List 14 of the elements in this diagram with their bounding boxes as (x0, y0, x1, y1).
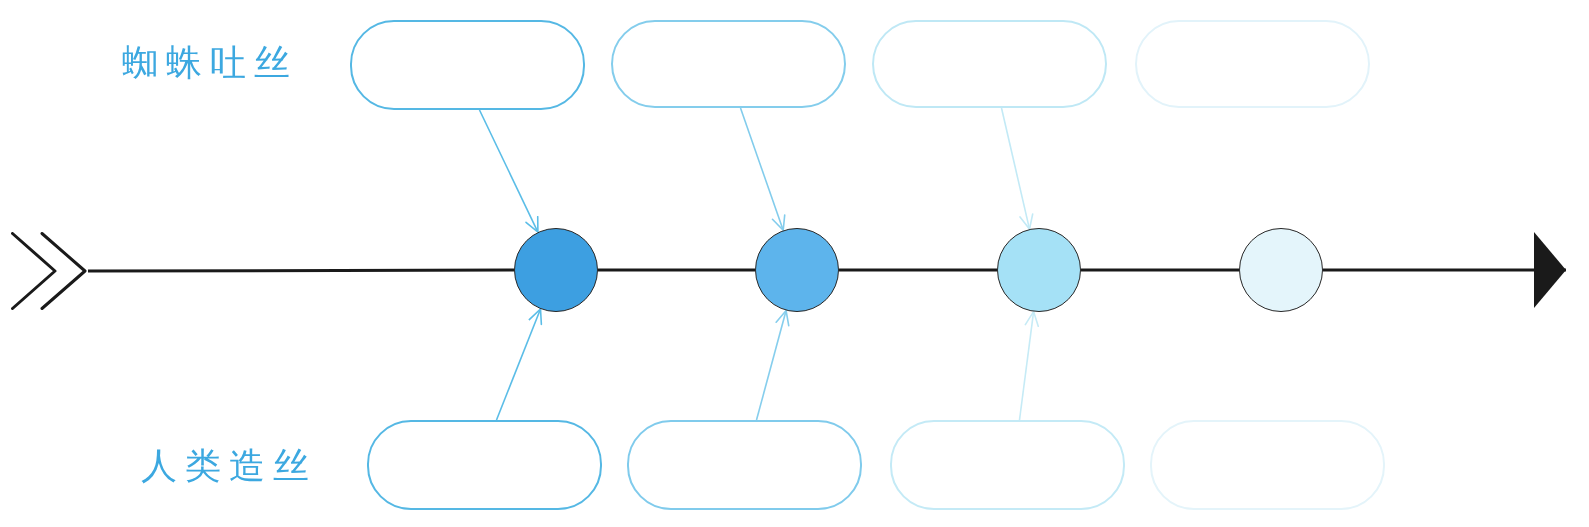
double-chevron-icon (11, 232, 88, 310)
timeline-line (88, 268, 514, 273)
arrow (1000, 107, 1034, 230)
arrow (755, 309, 790, 421)
row-label: 人类造丝 (141, 448, 317, 484)
arrow (478, 109, 539, 233)
arrow (495, 308, 543, 421)
row-label: 蜘蛛吐丝 (122, 45, 298, 81)
arrow (739, 107, 786, 232)
timeline-line (839, 268, 997, 272)
timeline-line (598, 268, 755, 272)
timeline-line (1081, 268, 1239, 272)
timeline-arrow (1323, 232, 1566, 308)
arrow (1018, 310, 1040, 421)
